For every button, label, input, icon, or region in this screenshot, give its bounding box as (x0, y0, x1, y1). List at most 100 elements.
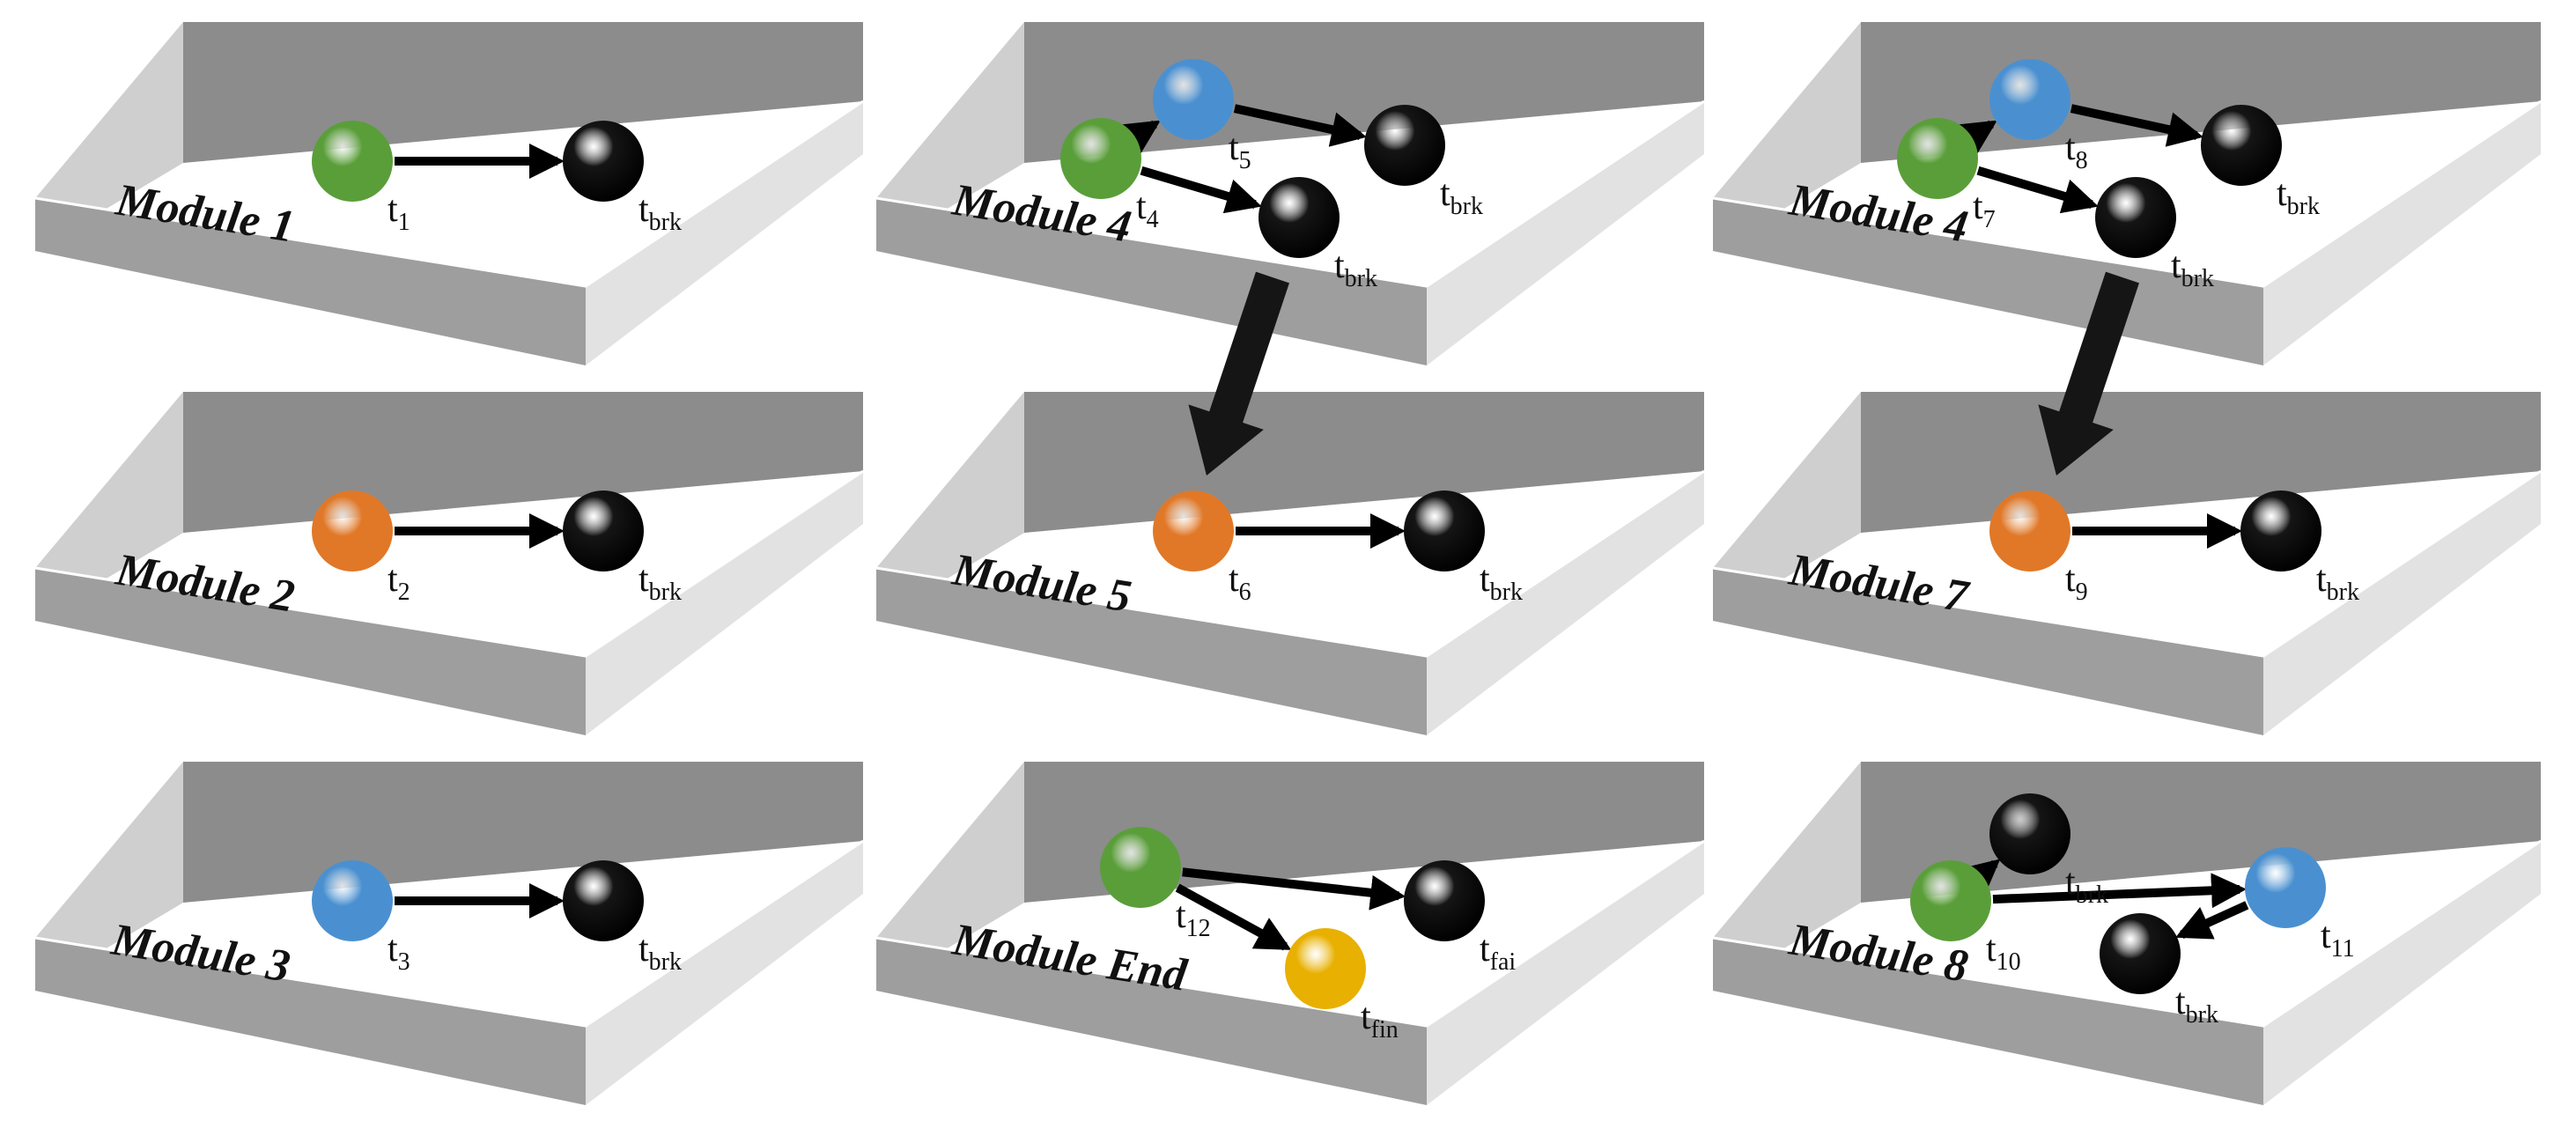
state-label: t6 (1229, 559, 1251, 606)
tray-right-wall (586, 471, 863, 735)
tray-front-wall (1713, 198, 2263, 365)
tray-back-wall (1024, 762, 1704, 903)
tray-floor (35, 101, 863, 286)
state-label: tfin (1361, 997, 1399, 1044)
tray-floor (876, 471, 1704, 656)
state-node-black (1404, 860, 1485, 941)
state-node-green (1910, 860, 1991, 941)
tray-left-wall (876, 392, 1024, 621)
tray-front-wall (35, 198, 586, 365)
state-node-orange (312, 490, 393, 572)
edge-m4a-b-c (1233, 104, 1367, 147)
state-node-black (2201, 105, 2282, 186)
state-node-orange (1153, 490, 1234, 572)
state-label: tbrk (2175, 982, 2218, 1029)
edge-mend-a-b (1182, 867, 1406, 911)
edge-mend-a-c (1175, 883, 1292, 951)
state-node-blue (1989, 59, 2070, 140)
state-node-black (563, 121, 644, 202)
state-node-green (1100, 827, 1181, 908)
state-label: tbrk (638, 189, 682, 236)
state-label: tbrk (2065, 862, 2108, 909)
edge-m4b-a-d (1976, 166, 2099, 214)
tray-front-wall (876, 568, 1427, 735)
state-label: t12 (1176, 896, 1211, 942)
tray-left-wall (876, 762, 1024, 991)
tray-floor (1713, 471, 2541, 656)
state-node-blue (1153, 59, 1234, 140)
edge-m4a-a-b (1121, 120, 1161, 155)
state-node-green (1060, 118, 1141, 199)
state-label: t1 (388, 189, 410, 236)
state-label: tbrk (1334, 246, 1377, 292)
tray-floor (35, 471, 863, 656)
module-transition-arrows (1188, 271, 2139, 476)
tray-front-wall (1713, 568, 2263, 735)
tray-right-wall (1427, 101, 1704, 365)
tray-left-wall (35, 762, 183, 991)
state-node-black (1364, 105, 1445, 186)
state-label: tbrk (2316, 559, 2359, 606)
tray-right-wall (2263, 471, 2541, 735)
state-node-green (1897, 118, 1978, 199)
state-node-black (1258, 177, 1340, 258)
tray-left-wall (35, 22, 183, 251)
tray-right-wall (586, 101, 863, 365)
transition-arrow-m4b-m7 (2038, 271, 2139, 476)
state-label: tbrk (638, 929, 682, 976)
state-node-green (312, 121, 393, 202)
edge-m4a-a-d (1140, 166, 1262, 214)
state-label: tbrk (638, 559, 682, 606)
state-node-black (1989, 793, 2070, 874)
edge-m8-c-d (2175, 901, 2249, 940)
tray-left-wall (35, 392, 183, 621)
state-node-black (1404, 490, 1485, 572)
state-label: t11 (2321, 916, 2355, 962)
state-label: t5 (1229, 128, 1251, 174)
tray-front-wall (876, 938, 1427, 1105)
edge-m8-a-c (1992, 873, 2248, 909)
edge-m8-a-b (1961, 859, 2001, 896)
state-label: t7 (1973, 187, 1996, 233)
tray-front-wall (1713, 938, 2263, 1105)
state-node-black (2095, 177, 2176, 258)
state-label: t3 (388, 929, 410, 976)
state-node-black (563, 490, 644, 572)
tray-left-wall (1713, 392, 1861, 621)
state-label: t8 (2065, 128, 2088, 174)
tray-floor (35, 841, 863, 1026)
state-node-black (2240, 490, 2321, 572)
edge-m4b-a-b (1958, 120, 1997, 155)
state-label: t9 (2065, 559, 2088, 606)
tray-left-wall (876, 22, 1024, 251)
state-node-black (2100, 913, 2181, 994)
state-nodes: t1 tbrk t4 t5 tbrk tbrk t7 t8 tbrk tbrk t2 tbrk t6 tb… (312, 59, 2359, 1044)
state-label: tbrk (2171, 246, 2214, 292)
tray-right-wall (586, 841, 863, 1105)
tray-right-wall (1427, 841, 1704, 1105)
tray-left-wall (1713, 22, 1861, 251)
tray-right-wall (1427, 471, 1704, 735)
tray-right-wall (2263, 841, 2541, 1105)
state-node-orange (1989, 490, 2070, 572)
transition-edges (395, 104, 2249, 951)
state-node-black (563, 860, 644, 941)
tray-front-wall (876, 198, 1427, 365)
state-label: tbrk (1480, 559, 1523, 606)
state-label: t2 (388, 559, 410, 606)
transition-arrow-m4a-m5 (1188, 271, 1289, 476)
state-node-blue (312, 860, 393, 941)
state-label: tfai (1480, 929, 1516, 976)
tray-front-wall (35, 568, 586, 735)
state-label: t10 (1986, 929, 2021, 976)
tray-right-wall (2263, 101, 2541, 365)
state-label: tbrk (1440, 173, 1483, 220)
tray-front-wall (35, 938, 586, 1105)
tray-m1 (34, 22, 864, 365)
tray-m7 (1712, 392, 2542, 735)
state-label: t4 (1136, 187, 1159, 233)
edge-m4b-b-c (2070, 104, 2203, 147)
state-label: tbrk (2277, 173, 2320, 220)
state-node-blue (2245, 847, 2326, 928)
